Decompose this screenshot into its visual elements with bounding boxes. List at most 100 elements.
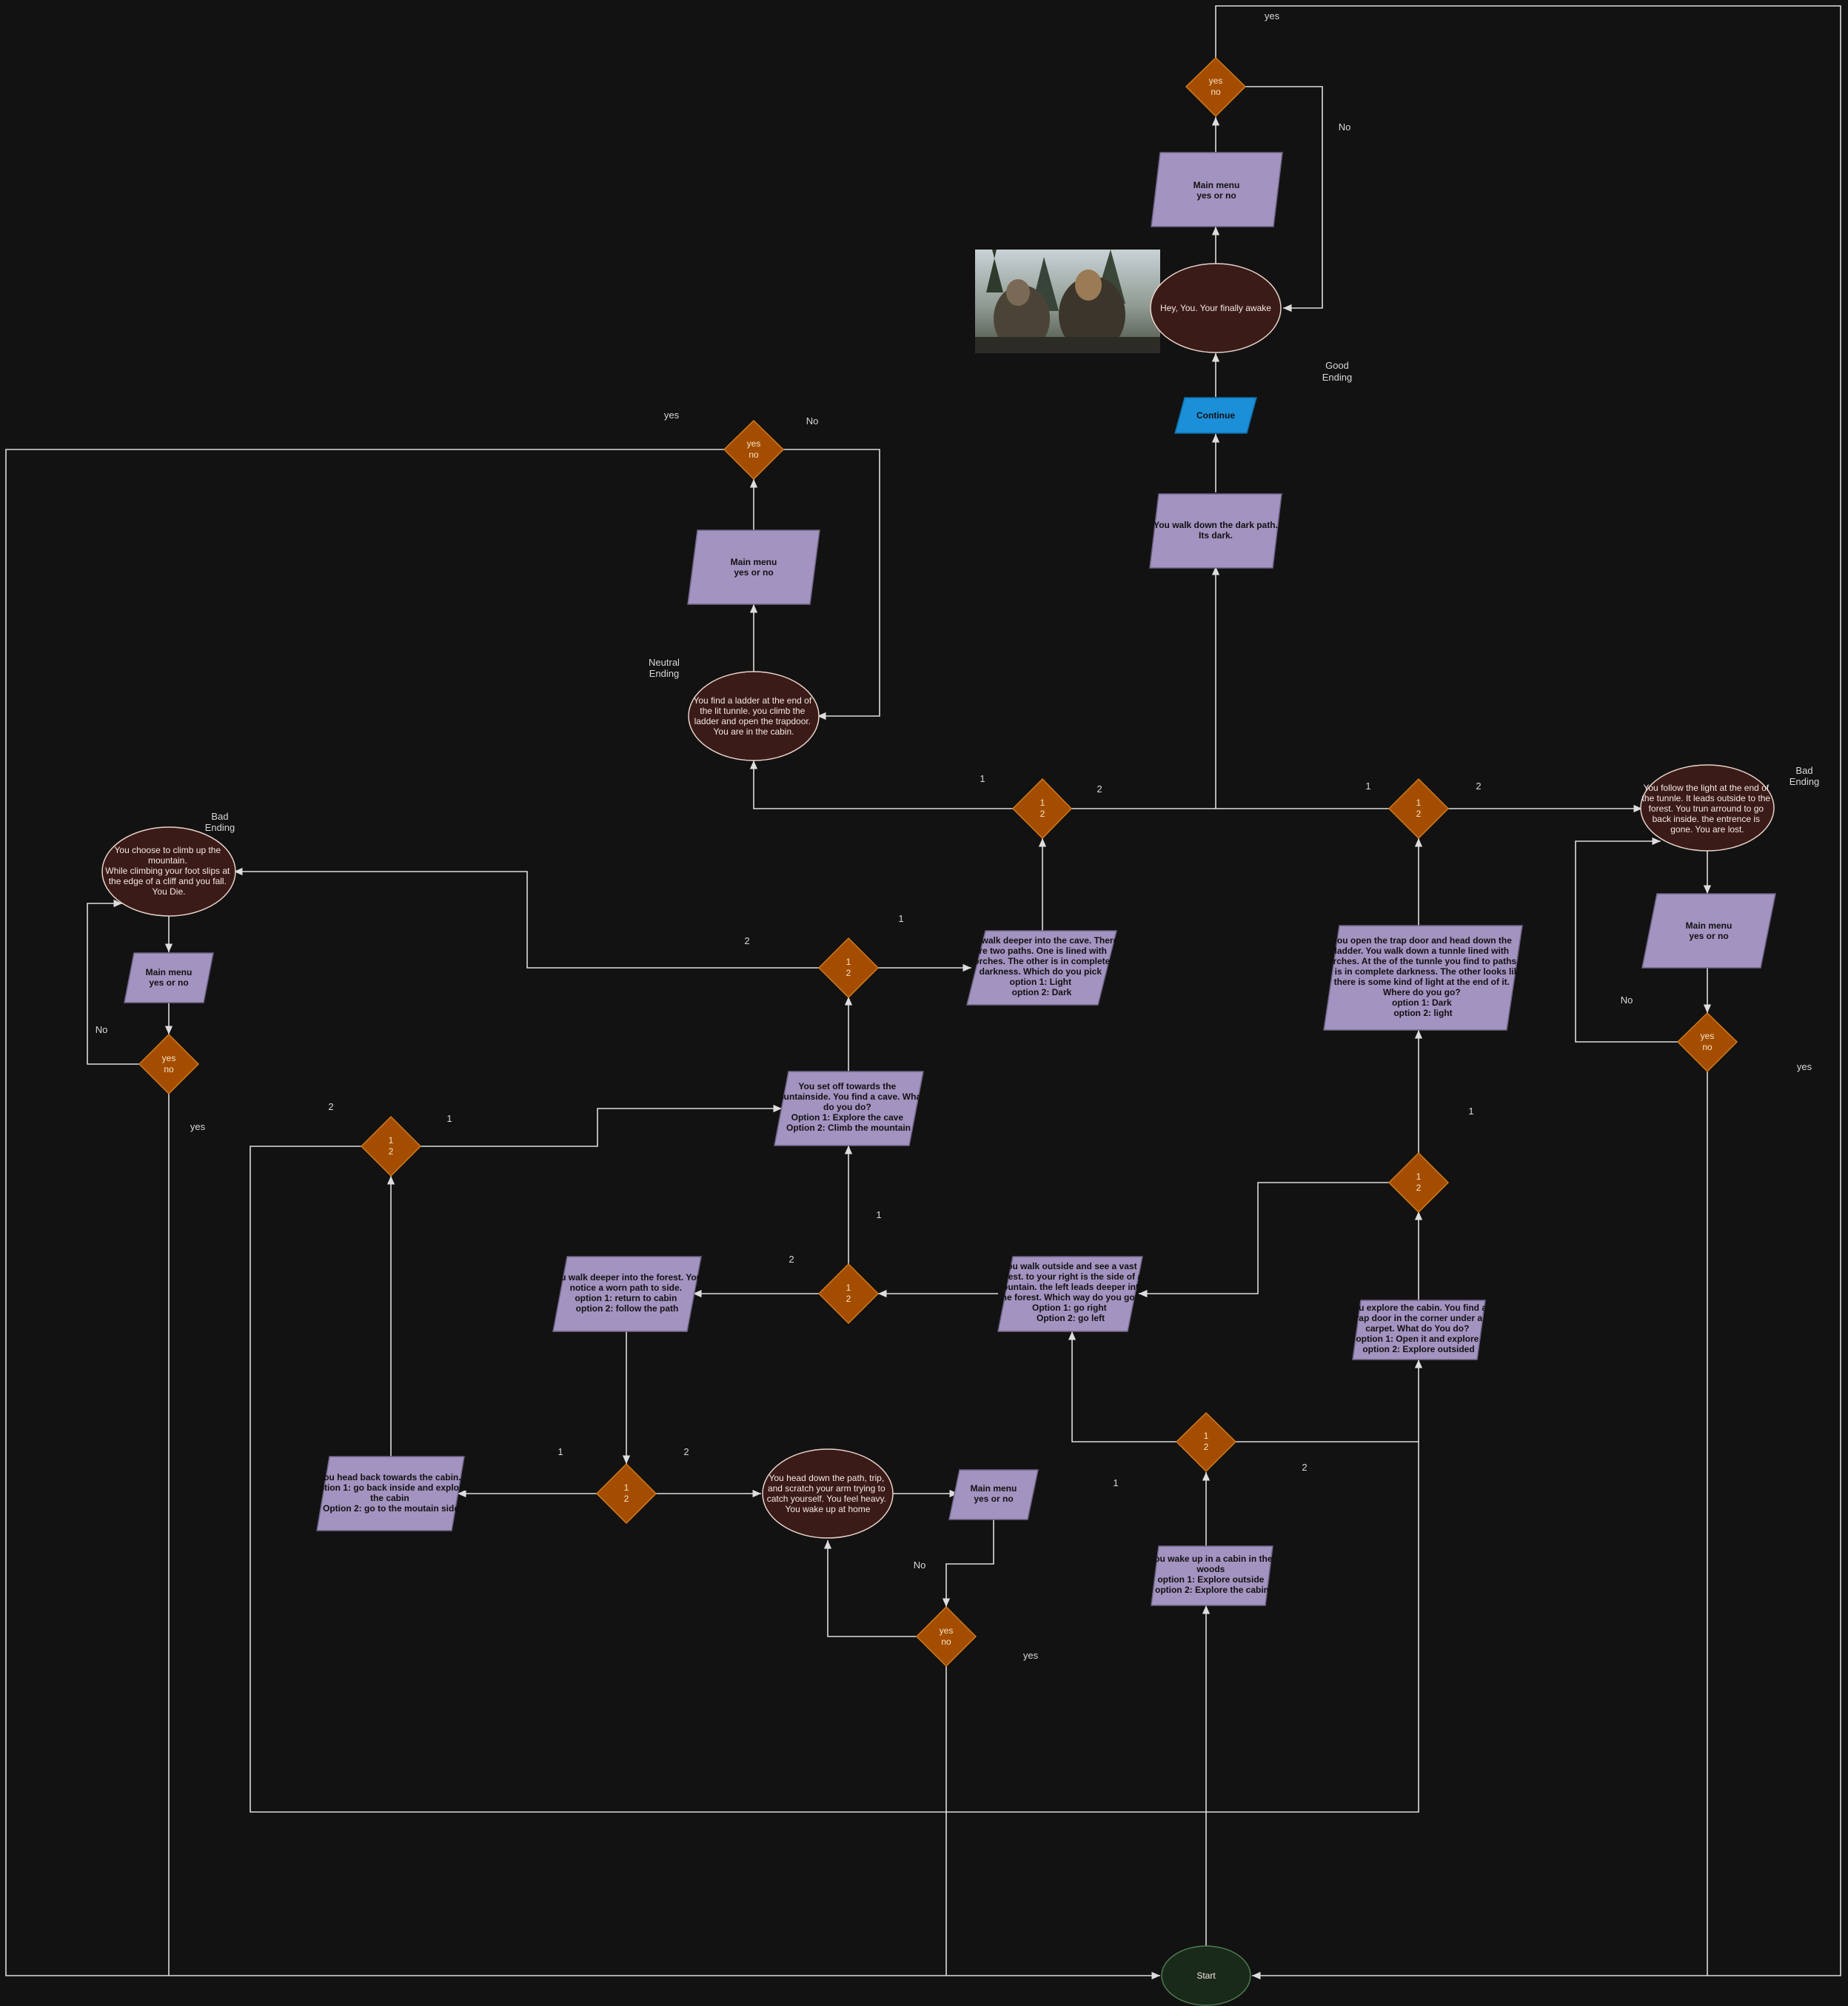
ladder-text: You find a ladder at the end of the lit … <box>693 695 814 737</box>
head-back-text: You head back towards the cabin. Option … <box>312 1472 469 1514</box>
follow-light-node[interactable]: You follow the light at the end of the t… <box>1640 764 1775 852</box>
edge-label-yes: yes <box>1797 1061 1812 1072</box>
edge-label-2: 2 <box>683 1446 689 1457</box>
mountainside-text: You set off towards the mountainside. Yo… <box>771 1081 927 1133</box>
explore-cabin-node[interactable]: You explore the cabin. You find a trap d… <box>1348 1300 1490 1360</box>
edge-label-no: No <box>914 1559 926 1571</box>
edge-label-2: 2 <box>744 935 749 946</box>
svg-text:12: 12 <box>1416 798 1422 819</box>
svg-text:12: 12 <box>624 1482 629 1504</box>
awake-text: Hey, You. Your finally awake <box>1160 303 1271 313</box>
edge-label-yes: yes <box>1023 1650 1039 1661</box>
deeper-forest-node[interactable]: You walk deeper into the forest. You not… <box>550 1256 705 1332</box>
deeper-forest-text: You walk deeper into the forest. You not… <box>550 1272 705 1314</box>
svg-text:12: 12 <box>1040 798 1045 819</box>
edge-label-2: 2 <box>1476 780 1481 792</box>
edge-label-yes: yes <box>1265 10 1280 21</box>
good-ending-label-1: Good <box>1325 360 1349 371</box>
edge-label-2: 2 <box>1097 783 1102 795</box>
neutral-ending-label-2: Ending <box>649 668 679 679</box>
edge-label-1: 1 <box>876 1209 881 1220</box>
bad-ending-label-1: Bad <box>1795 765 1812 776</box>
ladder-node[interactable]: You find a ladder at the end of the lit … <box>688 671 820 761</box>
continue-label: Continue <box>1196 410 1235 421</box>
mountainside-node[interactable]: You set off towards the mountainside. Yo… <box>771 1071 927 1146</box>
edge-label-2: 2 <box>789 1254 794 1265</box>
svg-text:You walk down the dark path.It: You walk down the dark path.Its dark. <box>1154 520 1278 541</box>
bad-ending-label-2: Ending <box>205 822 235 833</box>
svg-text:12: 12 <box>1416 1171 1422 1193</box>
edge-label-no: No <box>1339 121 1351 133</box>
continue-node[interactable]: Continue <box>1174 397 1257 434</box>
start-node[interactable]: Start <box>1161 1945 1251 2006</box>
head-back-node[interactable]: You head back towards the cabin. Option … <box>312 1456 469 1531</box>
edge-label-1: 1 <box>558 1446 563 1457</box>
edge-label-1: 1 <box>1113 1477 1118 1488</box>
svg-text:12: 12 <box>1204 1431 1209 1452</box>
wake-cabin-node[interactable]: You wake up in a cabin in the woods opti… <box>1149 1545 1275 1606</box>
edge-label-no: No <box>806 415 819 427</box>
edge-label-2: 2 <box>328 1101 333 1112</box>
edge-label-no: No <box>96 1024 108 1035</box>
dark-path-node[interactable]: You walk down the dark path.Its dark. <box>1149 493 1282 569</box>
svg-text:12: 12 <box>389 1135 394 1157</box>
follow-light-text: You follow the light at the end of the t… <box>1642 783 1773 835</box>
walk-outside-text: You walk outside and see a vast forest. … <box>994 1261 1146 1323</box>
deeper-cave-text: You walk deeper into the cave. There are… <box>962 935 1120 997</box>
head-down-path-node[interactable]: You head down the path, trip, and scratc… <box>762 1448 894 1539</box>
edges <box>5 5 1841 1980</box>
edge-label-2: 2 <box>1302 1462 1307 1473</box>
svg-text:12: 12 <box>846 957 851 978</box>
trap-door-node[interactable]: You open the trap door and head down the… <box>1320 925 1527 1031</box>
start-label: Start <box>1196 1970 1216 1981</box>
edge-label-1: 1 <box>446 1113 452 1124</box>
climb-mountain-node[interactable]: You choose to climb up the mountain. Whi… <box>101 826 236 917</box>
edge-label-no: No <box>1621 994 1633 1006</box>
wake-cabin-text: You wake up in a cabin in the woods opti… <box>1149 1554 1275 1595</box>
walk-outside-node[interactable]: You walk outside and see a vast forest. … <box>994 1256 1146 1332</box>
edge-label-1: 1 <box>1365 780 1370 792</box>
edge-label-1: 1 <box>1468 1106 1473 1117</box>
bad-ending-label-2: Ending <box>1790 776 1819 787</box>
edge-label-yes: yes <box>190 1121 206 1132</box>
awake-node[interactable]: Hey, You. Your finally awake <box>1150 263 1282 353</box>
edge-label-1: 1 <box>980 773 985 784</box>
deeper-cave-node[interactable]: You walk deeper into the cave. There are… <box>962 930 1120 1006</box>
svg-text:12: 12 <box>846 1283 851 1304</box>
edge-labels: yes No Good Ending yes No Neutral Ending… <box>96 10 1820 1661</box>
climb-mountain-text: You choose to climb up the mountain. Whi… <box>105 845 232 897</box>
bad-ending-label-1: Bad <box>211 811 228 822</box>
edge-label-yes: yes <box>664 409 680 421</box>
trap-door-text: You open the trap door and head down the… <box>1320 935 1527 1018</box>
explore-cabin-text: You explore the cabin. You find a trap d… <box>1348 1303 1490 1354</box>
